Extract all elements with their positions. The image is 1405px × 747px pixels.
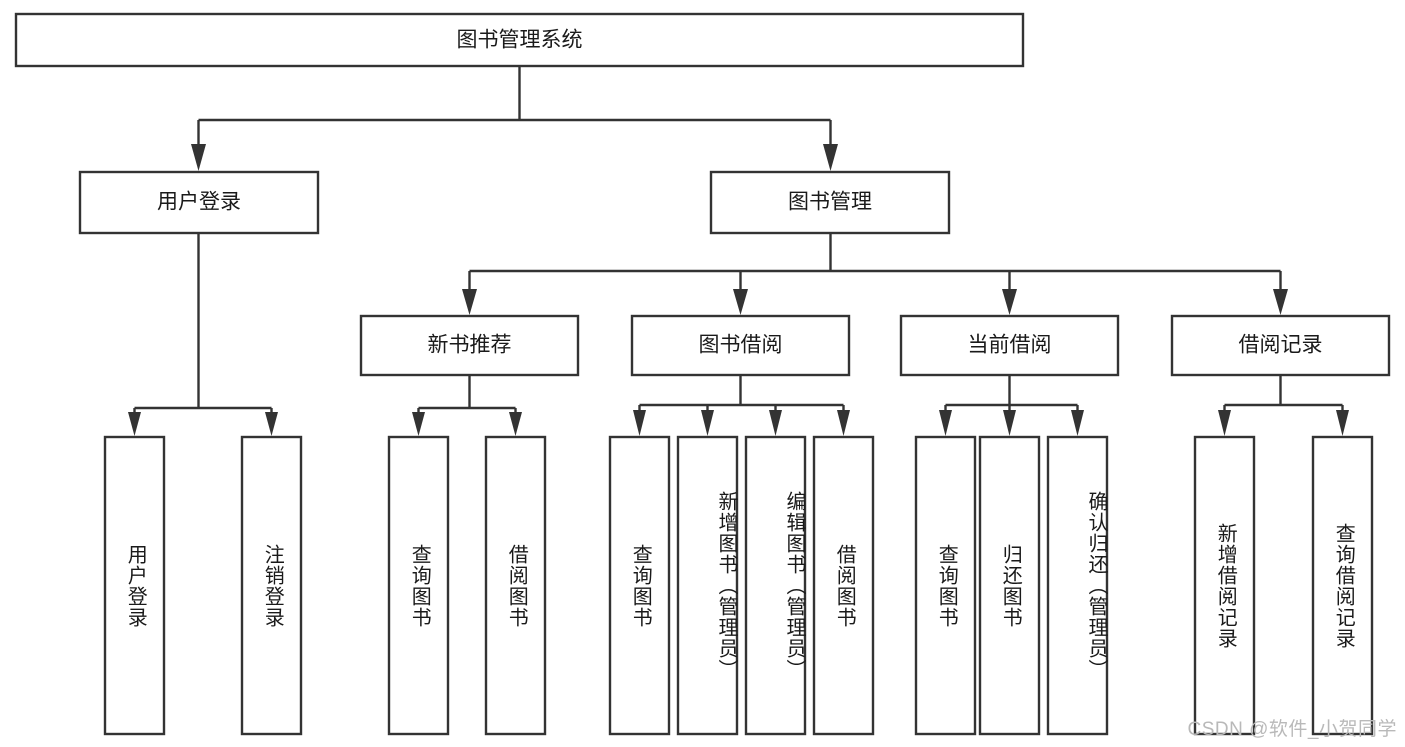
node-book-borrow[interactable]: 图书借阅 bbox=[630, 314, 851, 377]
node-root[interactable]: 图书管理系统 bbox=[14, 12, 1025, 68]
arrowhead-leaf-query-book-3 bbox=[939, 410, 952, 436]
connectors-root-to-level2 bbox=[191, 66, 838, 171]
arrowhead-leaf-borrow-book-1 bbox=[509, 412, 522, 436]
leaf-box-edit-book[interactable] bbox=[744, 435, 807, 736]
leaf-box-add-book[interactable] bbox=[676, 435, 739, 736]
leaf-box-add-record[interactable] bbox=[1193, 435, 1256, 736]
connectors-userlogin-to-leaves bbox=[128, 233, 278, 436]
leaf-box-borrow-book-1[interactable] bbox=[484, 435, 547, 736]
leaf-box-borrow-book-2[interactable] bbox=[812, 435, 875, 736]
node-borrow-record[interactable]: 借阅记录 bbox=[1170, 314, 1391, 377]
leaf-box-query-book-1[interactable] bbox=[387, 435, 450, 736]
node-book-borrow-label: 图书借阅 bbox=[699, 334, 783, 357]
node-borrow-record-box[interactable] bbox=[1170, 314, 1391, 377]
arrowhead-bookborrow bbox=[733, 289, 748, 315]
node-new-book-recommend-label: 新书推荐 bbox=[428, 334, 512, 357]
node-book-management-box[interactable] bbox=[709, 170, 951, 235]
leaf-box-return-book[interactable] bbox=[978, 435, 1041, 736]
node-book-borrow-box[interactable] bbox=[630, 314, 851, 377]
leaf-boxes-borrow-record bbox=[1193, 435, 1374, 736]
arrowhead-leaf-edit-book bbox=[769, 410, 782, 436]
node-root-box[interactable] bbox=[14, 12, 1025, 68]
node-user-login[interactable]: 用户登录 bbox=[78, 170, 320, 235]
node-new-book-recommend[interactable]: 新书推荐 bbox=[359, 314, 580, 377]
connectors-bookmgmt-to-level3 bbox=[462, 233, 1288, 315]
arrowhead-leaf-add-record bbox=[1218, 410, 1231, 436]
leaf-box-query-book-3[interactable] bbox=[914, 435, 977, 736]
arrowhead-borrowrecord bbox=[1273, 289, 1288, 315]
node-user-login-label: 用户登录 bbox=[157, 191, 241, 214]
node-user-login-box[interactable] bbox=[78, 170, 320, 235]
leaf-box-user-login[interactable] bbox=[103, 435, 166, 736]
connectors-bookborrow-to-leaves bbox=[633, 375, 850, 436]
leaf-boxes-new-book-recommend bbox=[387, 435, 547, 736]
arrowhead-userlogin bbox=[191, 144, 206, 171]
arrowhead-leaf-query-record bbox=[1336, 410, 1349, 436]
node-borrow-record-label: 借阅记录 bbox=[1239, 334, 1323, 357]
leaf-box-query-record[interactable] bbox=[1311, 435, 1374, 736]
arrowhead-currentborrow bbox=[1002, 289, 1017, 315]
node-current-borrow[interactable]: 当前借阅 bbox=[899, 314, 1120, 377]
arrowhead-bookmgmt bbox=[823, 144, 838, 171]
arrowhead-leaf-user-login bbox=[128, 412, 141, 436]
leaf-box-confirm-return[interactable] bbox=[1046, 435, 1109, 736]
connectors-borrowrecord-to-leaves bbox=[1218, 375, 1349, 436]
leaf-boxes-book-borrow bbox=[608, 435, 875, 736]
arrowhead-leaf-logout-login bbox=[265, 412, 278, 436]
leaf-boxes-current-borrow bbox=[914, 435, 1109, 736]
connectors-newbook-to-leaves bbox=[412, 375, 522, 436]
node-book-management-label: 图书管理 bbox=[788, 191, 872, 214]
node-current-borrow-box[interactable] bbox=[899, 314, 1120, 377]
node-current-borrow-label: 当前借阅 bbox=[968, 334, 1052, 357]
arrowhead-leaf-confirm-return bbox=[1071, 410, 1084, 436]
arrowhead-leaf-query-book-1 bbox=[412, 412, 425, 436]
node-book-management[interactable]: 图书管理 bbox=[709, 170, 951, 235]
leaf-boxes-user-login bbox=[103, 435, 303, 736]
arrowhead-leaf-return-book bbox=[1003, 410, 1016, 436]
arrowhead-leaf-add-book bbox=[701, 410, 714, 436]
arrowhead-leaf-borrow-book-2 bbox=[837, 410, 850, 436]
node-root-label: 图书管理系统 bbox=[457, 29, 583, 52]
leaf-box-logout-login[interactable] bbox=[240, 435, 303, 736]
node-new-book-recommend-box[interactable] bbox=[359, 314, 580, 377]
arrowhead-leaf-query-book-2 bbox=[633, 410, 646, 436]
csdn-watermark: CSDN @软件_小贺同学 bbox=[1187, 719, 1397, 740]
arrowhead-newbook bbox=[462, 289, 477, 315]
connectors-currentborrow-to-leaves bbox=[939, 375, 1084, 436]
leaf-box-query-book-2[interactable] bbox=[608, 435, 671, 736]
